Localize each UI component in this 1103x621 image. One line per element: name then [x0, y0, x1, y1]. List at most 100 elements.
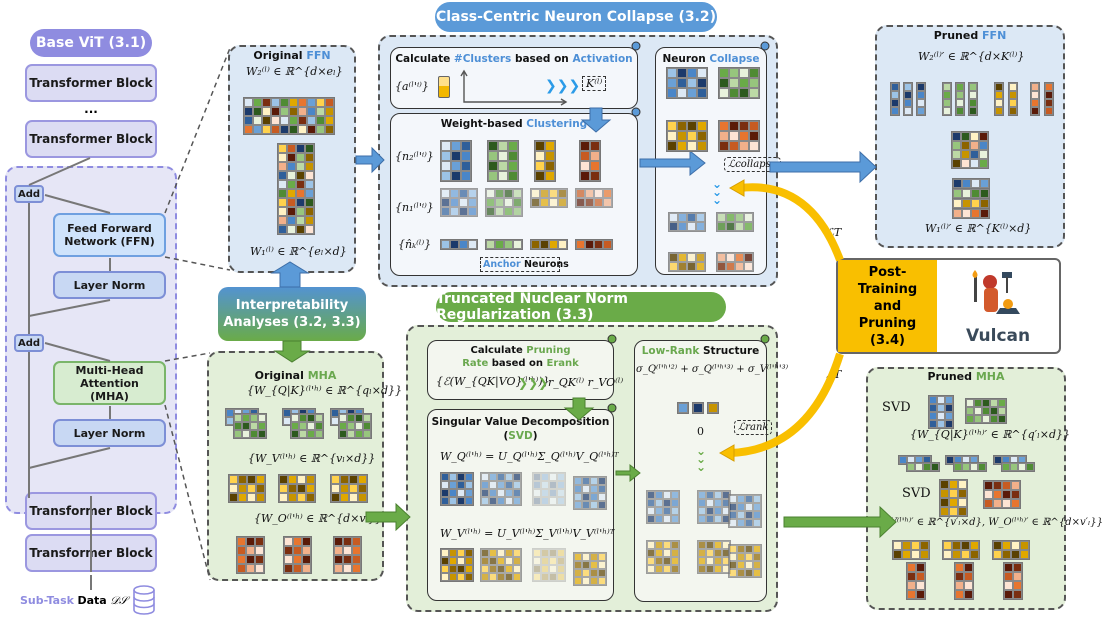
pruned-svd-k-grid	[965, 398, 1007, 424]
pruned-svd-label-2: SVD	[902, 486, 931, 501]
svd-sigma-q-grid	[532, 472, 566, 506]
collapse-grid	[718, 120, 760, 152]
wo-formula: {W_O⁽ˡ'ʰ⁾ ∈ ℝ^{d×vₗ}}	[254, 512, 383, 525]
pruned-wo-grid	[954, 562, 974, 600]
pruning-rate-box	[427, 340, 614, 400]
rates-formula: r_QK⁽ˡ⁾ r_VO⁽ˡ⁾	[548, 376, 624, 389]
layer-norm-mha[interactable]: Layer Norm	[53, 419, 166, 447]
add-node-mha: Add	[14, 334, 44, 352]
pruned-w2-column	[890, 82, 900, 116]
n2-cluster-grid	[579, 140, 601, 182]
w2-matrix	[243, 97, 335, 135]
lowrank-grid	[697, 540, 731, 574]
ellipsis: ...	[84, 102, 98, 116]
pruned-collapse-grid	[668, 212, 706, 232]
n1-cluster-grid	[485, 188, 523, 217]
pruned-w2-column	[1030, 82, 1040, 116]
pruned-svd-q-grid	[928, 395, 954, 429]
nuclear-norm-title: Truncated Nuclear Norm Regularization (3…	[436, 291, 726, 323]
pruned-wo-grid	[906, 562, 926, 600]
low-rank-title: Low-Rank Structure	[641, 345, 760, 357]
wqk-front-grid	[290, 413, 324, 439]
pruned-w1-formula: W₁⁽ˡ⁾′ ∈ ℝ^{K⁽ˡ⁾×d}	[925, 222, 1032, 235]
pruned-svd-o-grid	[983, 480, 1021, 509]
transformer-block-top-1[interactable]: Transformer Block	[25, 64, 157, 102]
wv-grid	[278, 474, 316, 503]
erank-formula: {ℰ(W_{QK|VO}⁽ˡ'ʰ⁾)}	[436, 375, 550, 388]
post-training-box: Post-Training and Pruning (3.4) Vulcan	[836, 258, 1061, 354]
w1-formula: W₁⁽ˡ⁾ ∈ ℝ^{eₗ×d}	[250, 245, 347, 258]
layer-norm-ffn[interactable]: Layer Norm	[53, 271, 166, 299]
lowrank-grid	[646, 540, 680, 574]
pruned-w2-merged	[951, 131, 989, 169]
sigma-square	[707, 402, 719, 414]
anchor-neuron-grid	[440, 239, 478, 250]
pruned-w2-column	[968, 82, 978, 116]
database-icon	[133, 585, 155, 615]
anchor-neuron-grid	[485, 239, 523, 250]
anchor-neurons-label: Anchor Neurons	[480, 257, 569, 272]
lowrank-chevrons-icon: ⌄⌄⌄	[696, 444, 707, 474]
pruned-w2-column	[916, 82, 926, 116]
chevrons-icon: ❯❯❯	[545, 78, 581, 94]
base-vit-title: Base ViT (3.1)	[30, 29, 152, 57]
green-chevrons-icon: ❯❯❯	[518, 376, 549, 390]
sigma-square	[692, 402, 704, 414]
vulcan-logo-text: Vulcan	[966, 326, 1031, 346]
pruned-wo-grid	[1003, 562, 1023, 600]
neuron-collapse-title: Class-Centric Neuron Collapse (3.2)	[435, 2, 717, 32]
pruned-wqk-front	[906, 462, 940, 472]
pruned-collapse-grid	[716, 252, 754, 272]
transformer-block-top-2[interactable]: Transformer Block	[25, 120, 157, 158]
calc-clusters-box	[390, 47, 638, 109]
w2-formula: W₂⁽ˡ⁾ ∈ ℝ^{d×eₗ}	[246, 65, 343, 78]
pruned-w2-column	[955, 82, 965, 116]
svd-wq-grid	[440, 472, 474, 506]
wo-grid	[236, 536, 265, 574]
lowrank-grid	[697, 490, 731, 524]
weight-clustering-title: Weight-based Clustering	[440, 118, 588, 130]
svd-uq-grid	[480, 472, 522, 506]
n1-symbol: {n₁⁽ˡ'ⁱ⁾}	[395, 201, 434, 214]
original-ffn-title: Original FFN	[253, 49, 331, 62]
svd-sigma-v-grid	[532, 548, 566, 582]
zero-label: 0	[697, 425, 704, 438]
svd-v-formula: W_V⁽ˡ'ʰ⁾ = U_V⁽ˡ'ʰ⁾Σ_V⁽ˡ'ʰ⁾V_V⁽ˡ'ʰ⁾ᵀ	[440, 527, 615, 540]
n1-cluster-grid	[530, 188, 568, 208]
sub-task-prefix: Sub-Task	[20, 594, 74, 607]
post-training-label: Post-Training and Pruning (3.4)	[838, 260, 937, 352]
wqk-front-grid	[233, 413, 267, 439]
lowrank-grid	[728, 494, 762, 528]
sigma-sum-formula: σ_Q⁽ˡ'ʰ'²⁾ + σ_Q⁽ˡ'ʰ'³⁾ + σ_V⁽ˡ'ʰ'³⁾	[636, 364, 789, 375]
wv-formula: {W_V⁽ˡ'ʰ⁾ ∈ ℝ^{vₗ×d}}	[248, 452, 376, 465]
sub-task-data-label: Sub-Task Data 𝒟𝒮	[20, 594, 128, 608]
vulcan-logo-icon	[968, 268, 1024, 324]
collapse-grid	[718, 67, 760, 99]
w1-matrix	[277, 143, 315, 235]
n1-cluster-grid	[440, 188, 478, 217]
pruned-w2-column	[1008, 82, 1018, 116]
pruned-svd-v-grid	[939, 479, 968, 517]
wo-grid	[283, 536, 312, 574]
anchor-neuron-grid	[575, 239, 613, 250]
lowrank-grid	[728, 544, 762, 578]
pruned-wqk-front	[1001, 462, 1035, 472]
anchor-neuron-grid	[530, 239, 568, 250]
interpretability-analyses-badge: Interpretability Analyses (3.2, 3.3)	[218, 287, 366, 341]
collapse-grid	[666, 67, 708, 99]
n2-cluster-grid	[534, 140, 556, 182]
pruned-wqk-formula: {W_{Q|K}⁽ˡ'ʰ⁾′ ∈ ℝ^{q′ₗ×d}}	[910, 428, 1071, 441]
activation-histogram	[460, 69, 568, 106]
add-node-ffn: Add	[14, 185, 44, 203]
n2-symbol: {n₂⁽ˡ'ⁱ⁾}	[395, 150, 434, 163]
n2-cluster-grid	[440, 140, 472, 182]
nk-symbol: {n̂ₖ⁽ˡ⁾}	[398, 238, 432, 251]
pruning-rate-title: Calculate Pruning Rate based on Erank	[462, 345, 579, 369]
calc-clusters-title: Calculate #Clusters based on Activation	[395, 53, 633, 65]
svd-vv-grid	[573, 552, 607, 586]
pruned-ffn-title: Pruned FFN	[933, 29, 1007, 42]
ffn-block[interactable]: Feed Forward Network (FFN)	[53, 213, 166, 257]
svd-q-formula: W_Q⁽ˡ'ʰ⁾ = U_Q⁽ˡ'ʰ⁾Σ_Q⁽ˡ'ʰ⁾V_Q⁽ˡ'ʰ⁾ᵀ	[440, 450, 619, 463]
original-mha-title: Original MHA	[254, 369, 337, 382]
mha-block[interactable]: Multi-Head Attention (MHA)	[53, 361, 166, 405]
